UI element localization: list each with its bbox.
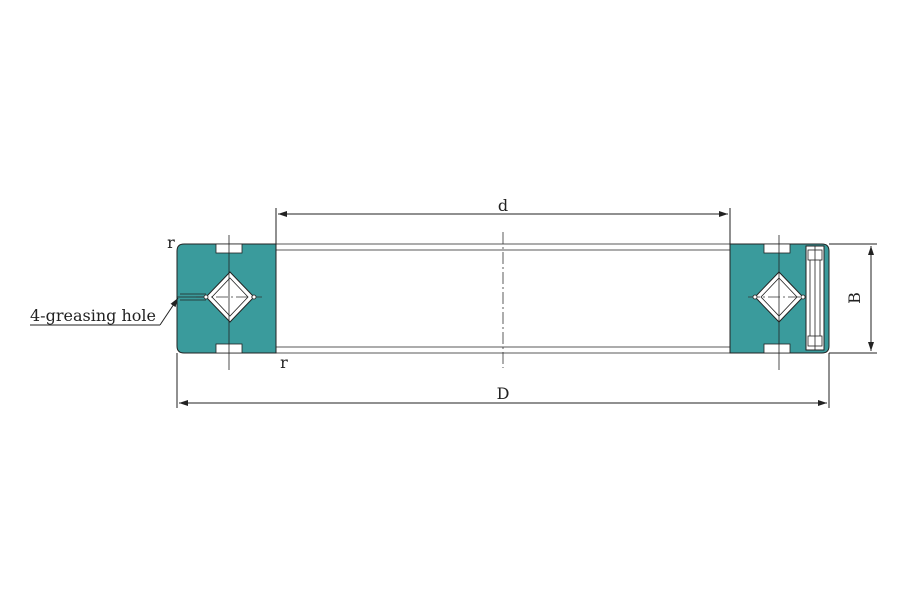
- dimension-d: d: [275, 196, 731, 244]
- label-B: B: [845, 292, 864, 304]
- right-ring-section: [729, 235, 830, 370]
- left-ring-section: [176, 235, 277, 370]
- dimension-B: B: [829, 243, 877, 354]
- label-r-bottom: r: [280, 353, 288, 372]
- dimension-D: D: [176, 353, 830, 408]
- label-d: d: [498, 196, 508, 215]
- label-D: D: [497, 384, 510, 403]
- greasing-hole-callout: 4-greasing hole: [30, 297, 179, 326]
- label-r-top: r: [167, 233, 175, 252]
- label-greasing-hole: 4-greasing hole: [30, 306, 156, 325]
